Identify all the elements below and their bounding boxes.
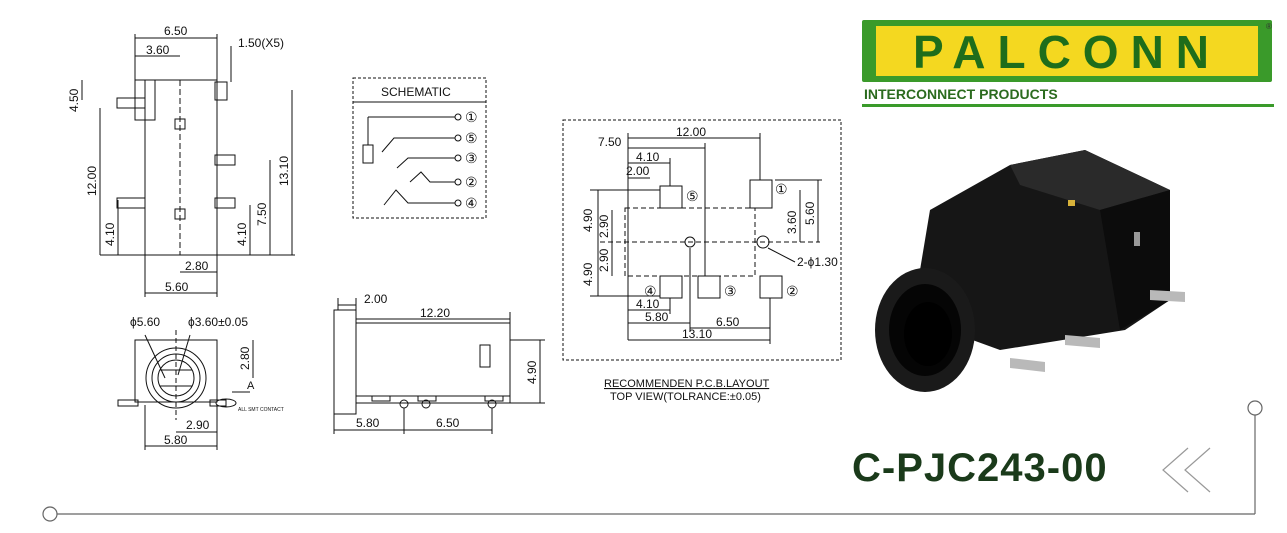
side-dim-b: 6.50 (436, 416, 460, 430)
dim-bottom-b: 5.60 (165, 280, 189, 294)
pcb-dim-200: 2.00 (626, 164, 650, 178)
schematic-pin-4: ④ (465, 195, 478, 211)
front-view (117, 330, 254, 450)
pcb-dim-290b: 2.90 (597, 248, 611, 272)
pcb-dim-650: 6.50 (716, 315, 740, 329)
front-note: ALL SMT CONTACT (238, 407, 284, 413)
dim-top-pin: 1.50(X5) (238, 36, 284, 50)
front-dia-outer: ϕ5.60 (130, 315, 160, 329)
top-view (81, 34, 295, 297)
registered-mark: ® (1266, 22, 1272, 31)
frame-lines (42, 400, 1263, 522)
dim-top-inner: 3.60 (146, 43, 170, 57)
pcb-dim-410: 4.10 (636, 150, 660, 164)
part-number: C-PJC243-00 (852, 446, 1108, 490)
product-image (875, 150, 1185, 392)
schematic-box (352, 77, 487, 219)
schematic-pin-2: ② (465, 174, 478, 190)
pcb-pin-2: ② (786, 283, 799, 299)
side-dim-len: 12.20 (420, 306, 450, 320)
pcb-hole: 2-ϕ1.30 (797, 255, 838, 269)
logo-brand-name: PALCONN (912, 26, 1222, 78)
front-dim-a: 2.90 (186, 418, 210, 432)
front-dim-h: 2.80 (238, 346, 252, 370)
schematic-title: SCHEMATIC (381, 85, 451, 99)
logo-tagline: INTERCONNECT PRODUCTS (862, 84, 1274, 107)
schematic-pin-5: ⑤ (465, 130, 478, 146)
pcb-pin-4: ④ (644, 283, 657, 299)
front-dim-b: 5.80 (164, 433, 188, 447)
pcb-pin-1: ① (775, 181, 788, 197)
dim-left-mid: 12.00 (85, 166, 99, 196)
dim-left-top: 4.50 (67, 88, 81, 112)
pcb-dim-580: 5.80 (645, 310, 669, 324)
side-dim-a: 5.80 (356, 416, 380, 430)
dim-right-full: 13.10 (277, 156, 291, 186)
side-dim-h: 4.90 (525, 360, 539, 384)
dim-bottom-a: 2.80 (185, 259, 209, 273)
schematic-pin-1: ① (465, 109, 478, 125)
pcb-dim-1310: 13.10 (682, 327, 712, 341)
pcb-dim-290a: 2.90 (597, 214, 611, 238)
pcb-caption-2: TOP VIEW(TOLRANCE:±0.05) (610, 391, 761, 403)
pcb-caption-1: RECOMMENDEN P.C.B.LAYOUT (604, 378, 770, 390)
pcb-pin-5: ⑤ (686, 188, 699, 204)
brand-logo: PALCONN INTERCONNECT PRODUCTS (862, 20, 1274, 107)
pcb-dim-410b: 4.10 (636, 297, 660, 311)
pcb-layout (562, 119, 842, 361)
front-label-a: A (247, 380, 255, 392)
pcb-dim-490a: 4.90 (581, 208, 595, 232)
pcb-dim-750: 7.50 (598, 135, 622, 149)
pcb-pin-3: ③ (724, 283, 737, 299)
pcb-dim-12: 12.00 (676, 125, 706, 139)
schematic-pin-3: ③ (465, 150, 478, 166)
pcb-dim-360: 3.60 (785, 210, 799, 234)
logo-yellow-bar (876, 26, 1258, 76)
dim-left-low: 4.10 (103, 222, 117, 246)
front-dia-inner: ϕ3.60±0.05 (188, 315, 248, 329)
side-view (333, 298, 545, 434)
dim-top-width: 6.50 (164, 24, 188, 38)
pcb-dim-490b: 4.90 (581, 262, 595, 286)
pcb-dim-560: 5.60 (803, 201, 817, 225)
dim-right-mid: 7.50 (255, 202, 269, 226)
side-dim-top: 2.00 (364, 292, 388, 306)
dim-right-low: 4.10 (235, 222, 249, 246)
